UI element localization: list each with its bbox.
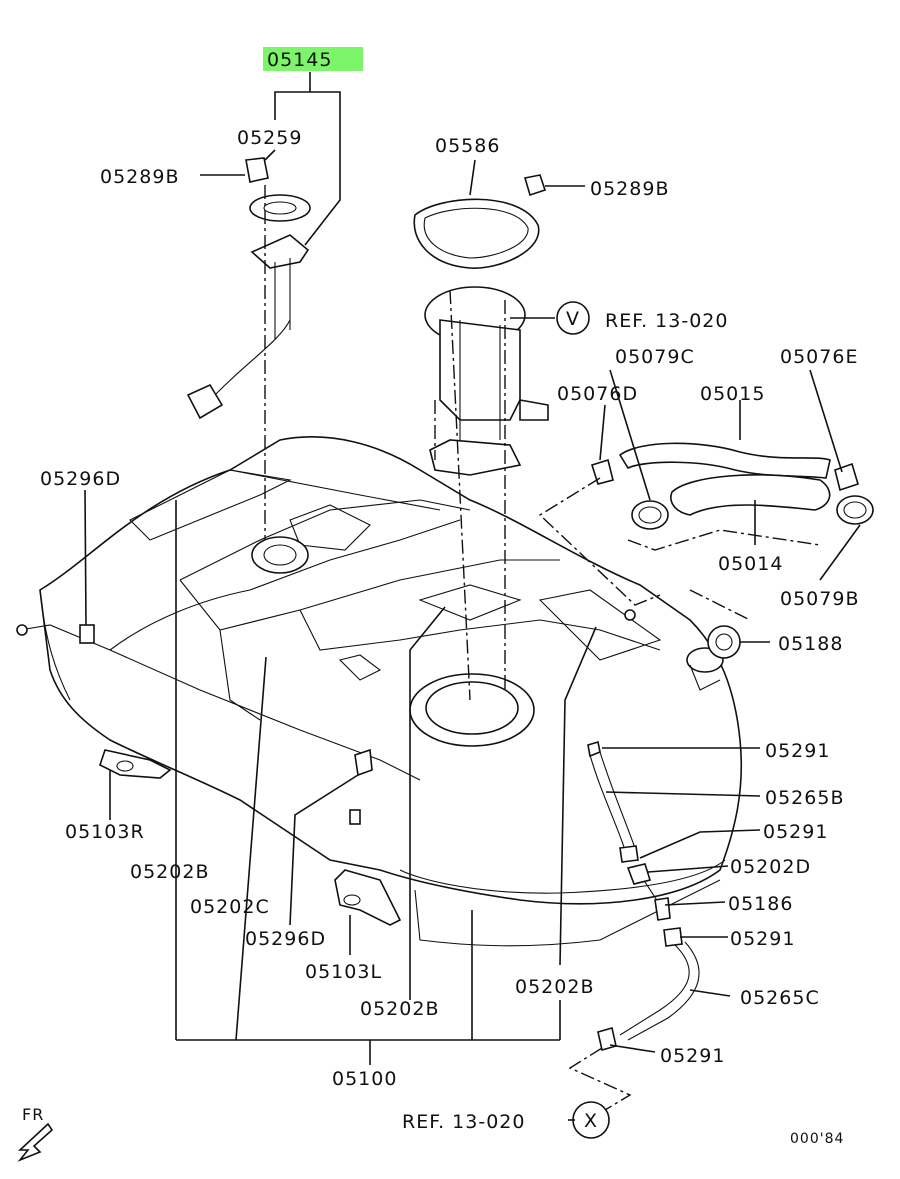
label-05103l[interactable]: 05103L xyxy=(305,961,382,983)
label-05076d[interactable]: 05076D xyxy=(557,383,638,405)
label-circle-x: X xyxy=(584,1110,598,1132)
label-05296d-bottom[interactable]: 05296D xyxy=(245,928,326,950)
label-diagram-code: 000'84 xyxy=(790,1131,844,1147)
label-05202b-left[interactable]: 05202B xyxy=(130,861,209,883)
fuel-tank-drawing xyxy=(16,436,743,947)
fuel-pump-assembly xyxy=(413,174,549,476)
label-05186[interactable]: 05186 xyxy=(728,893,793,915)
ref-circle-v xyxy=(556,301,590,335)
label-05100[interactable]: 05100 xyxy=(332,1068,397,1090)
label-05259[interactable]: 05259 xyxy=(237,127,302,149)
label-05202b-center[interactable]: 05202B xyxy=(360,998,439,1020)
label-05289b-right[interactable]: 05289B xyxy=(590,178,669,200)
label-05586[interactable]: 05586 xyxy=(435,135,500,157)
label-05289b-left[interactable]: 05289B xyxy=(100,166,179,188)
label-05202b-right[interactable]: 05202B xyxy=(515,976,594,998)
label-05014[interactable]: 05014 xyxy=(718,553,783,575)
label-05076e[interactable]: 05076E xyxy=(780,346,858,368)
label-ref-13-020-v[interactable]: REF. 13-020 xyxy=(605,310,728,332)
label-05202d[interactable]: 05202D xyxy=(730,856,811,878)
label-05291-1[interactable]: 05291 xyxy=(765,740,830,762)
label-05291-3[interactable]: 05291 xyxy=(730,928,795,950)
label-05202c[interactable]: 05202C xyxy=(190,896,270,918)
label-05291-2[interactable]: 05291 xyxy=(763,821,828,843)
label-fr: FR xyxy=(22,1105,44,1124)
label-circle-v: V xyxy=(566,308,580,330)
label-05296d-top[interactable]: 05296D xyxy=(40,468,121,490)
front-arrow-icon xyxy=(17,1122,54,1162)
label-05188[interactable]: 05188 xyxy=(778,633,843,655)
label-05015[interactable]: 05015 xyxy=(700,383,765,405)
ref-circle-x xyxy=(572,1101,610,1139)
label-05265c[interactable]: 05265C xyxy=(740,987,820,1009)
label-05079c[interactable]: 05079C xyxy=(615,346,695,368)
label-05103r[interactable]: 05103R xyxy=(65,821,145,843)
selected-part-highlight xyxy=(263,47,363,71)
label-05291-4[interactable]: 05291 xyxy=(660,1045,725,1067)
label-ref-13-020-x[interactable]: REF. 13-020 xyxy=(402,1111,525,1133)
label-05079b[interactable]: 05079B xyxy=(780,588,859,610)
leader-lines xyxy=(84,72,861,1121)
part-labels: 05145 05259 05289B 05586 05289B V REF. 1… xyxy=(22,49,859,1147)
label-05265b[interactable]: 05265B xyxy=(765,787,844,809)
reference-dashed-lines xyxy=(264,185,821,1111)
fuel-gauge-sender-unit xyxy=(186,157,311,420)
label-05145[interactable]: 05145 xyxy=(267,49,332,71)
